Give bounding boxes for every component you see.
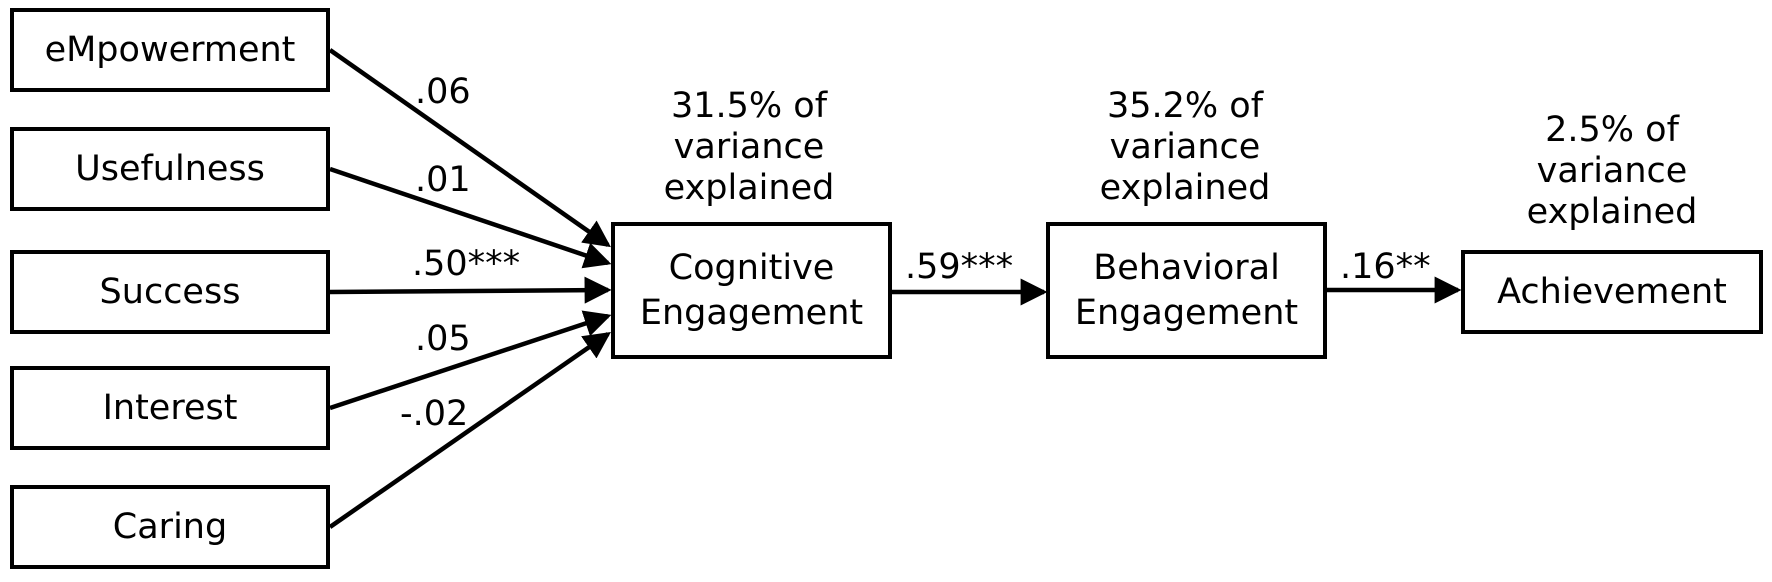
predictor-box-caring: Caring <box>10 485 330 569</box>
predictor-label: Caring <box>112 506 228 547</box>
coef-success: .50*** <box>412 244 521 284</box>
arrow-usefulness-to-cognitive <box>329 166 612 269</box>
arrow-empowerment-to-cognitive <box>328 48 611 248</box>
predictor-box-interest: Interest <box>10 366 330 450</box>
predictor-label: Interest <box>102 387 238 428</box>
coef-interest: .05 <box>415 319 471 359</box>
predictor-box-empowerment: eMpowerment <box>10 8 330 92</box>
achievement-box: Achievement <box>1461 250 1763 334</box>
behavioral-engagement-box: Behavioral Engagement <box>1046 222 1327 359</box>
predictor-label: Usefulness <box>75 148 265 189</box>
coef-behavioral-to-achievement: .16** <box>1340 247 1431 287</box>
predictor-label: eMpowerment <box>44 29 296 70</box>
predictor-box-usefulness: Usefulness <box>10 127 330 211</box>
arrow-interest-to-cognitive <box>329 310 612 411</box>
arrow-caring-to-cognitive <box>328 331 611 529</box>
cognitive-engagement-box: Cognitive Engagement <box>611 222 892 359</box>
coef-caring: -.02 <box>400 394 469 434</box>
coef-usefulness: .01 <box>415 160 471 200</box>
predictor-box-success: Success <box>10 250 330 334</box>
coef-cognitive-to-behavioral: .59*** <box>905 247 1014 287</box>
variance-behavioral: 35.2% of variance explained <box>1099 86 1271 208</box>
variance-achievement: 2.5% of variance explained <box>1526 110 1698 232</box>
arrow-success-to-cognitive <box>329 276 612 304</box>
coef-empowerment: .06 <box>415 72 471 112</box>
variance-cognitive: 31.5% of variance explained <box>663 86 835 208</box>
predictor-label: Success <box>99 271 241 312</box>
